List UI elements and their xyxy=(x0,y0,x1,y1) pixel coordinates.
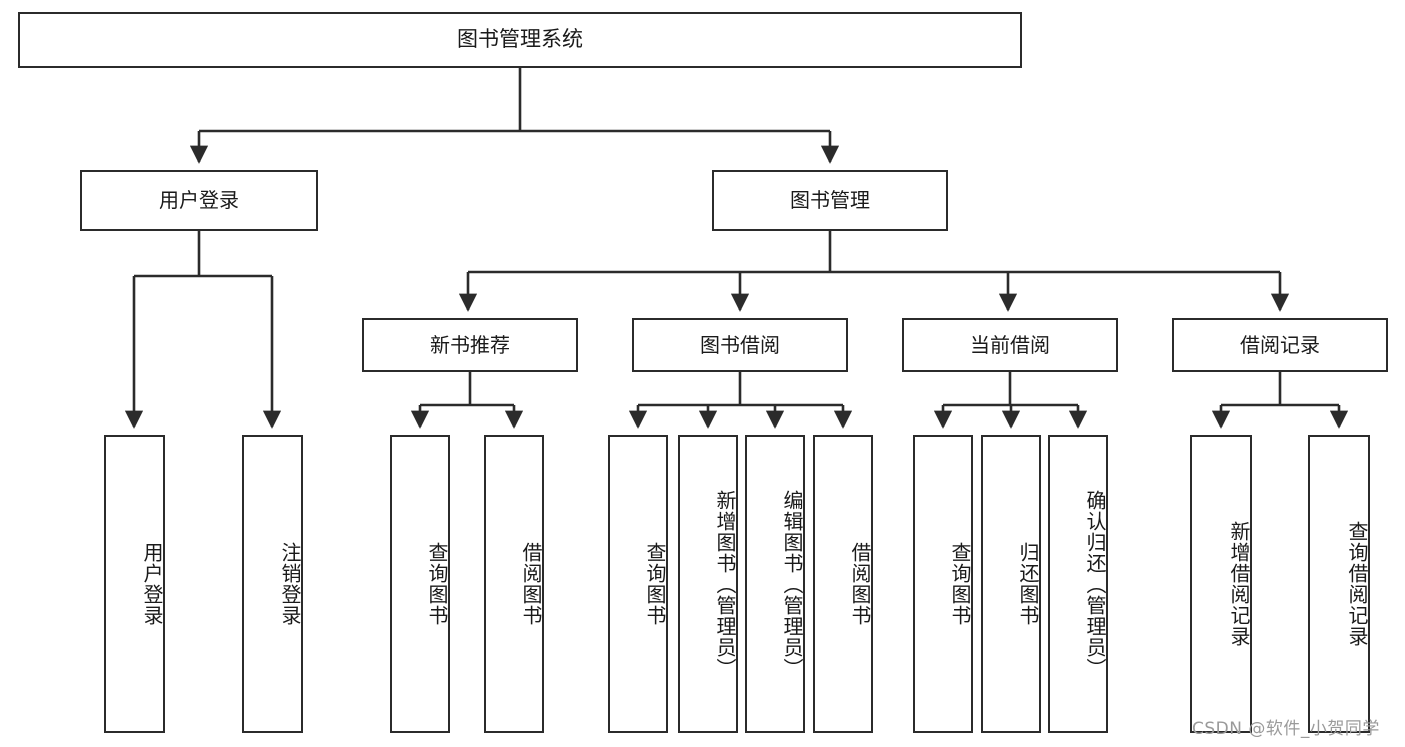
leaf-add-book-admin-label: 新增图书（管理员） xyxy=(713,489,737,679)
node-user-login[interactable]: 用户登录 xyxy=(80,170,318,231)
node-root-label: 图书管理系统 xyxy=(457,27,583,52)
leaf-borrow-book[interactable]: 借阅图书 xyxy=(813,435,873,733)
leaf-query-book-recommend[interactable]: 查询图书 xyxy=(390,435,450,733)
leaf-return-book-label: 归还图书 xyxy=(1016,542,1040,626)
leaf-logout-label: 注销登录 xyxy=(278,542,302,626)
node-root[interactable]: 图书管理系统 xyxy=(18,12,1022,68)
leaf-logout[interactable]: 注销登录 xyxy=(242,435,303,733)
leaf-user-login-label: 用户登录 xyxy=(140,542,164,626)
leaf-confirm-return-admin[interactable]: 确认归还（管理员） xyxy=(1048,435,1108,733)
leaf-borrow-book-recommend[interactable]: 借阅图书 xyxy=(484,435,544,733)
leaf-add-borrow-record-label: 新增借阅记录 xyxy=(1227,521,1251,647)
node-user-login-label: 用户登录 xyxy=(159,188,239,213)
node-current-borrow-label: 当前借阅 xyxy=(970,332,1050,357)
leaf-query-book-recommend-label: 查询图书 xyxy=(425,542,449,626)
csdn-watermark: CSDN @软件_小贺同学 xyxy=(1192,719,1380,739)
leaf-borrow-book-label: 借阅图书 xyxy=(848,542,872,626)
leaf-query-borrow-record-label: 查询借阅记录 xyxy=(1345,521,1369,647)
node-borrow-record[interactable]: 借阅记录 xyxy=(1172,318,1388,372)
node-borrow-record-label: 借阅记录 xyxy=(1240,332,1320,357)
leaf-confirm-return-admin-label: 确认归还（管理员） xyxy=(1083,489,1107,679)
leaf-add-borrow-record[interactable]: 新增借阅记录 xyxy=(1190,435,1252,733)
leaf-user-login[interactable]: 用户登录 xyxy=(104,435,165,733)
leaf-edit-book-admin[interactable]: 编辑图书（管理员） xyxy=(745,435,805,733)
node-new-book-recommend[interactable]: 新书推荐 xyxy=(362,318,578,372)
leaf-edit-book-admin-label: 编辑图书（管理员） xyxy=(780,489,804,679)
leaf-query-book-borrow-label: 查询图书 xyxy=(643,542,667,626)
node-book-borrow-label: 图书借阅 xyxy=(700,332,780,357)
node-current-borrow[interactable]: 当前借阅 xyxy=(902,318,1118,372)
node-book-management[interactable]: 图书管理 xyxy=(712,170,948,231)
leaf-add-book-admin[interactable]: 新增图书（管理员） xyxy=(678,435,738,733)
leaf-query-book-borrow[interactable]: 查询图书 xyxy=(608,435,668,733)
leaf-query-book-current[interactable]: 查询图书 xyxy=(913,435,973,733)
leaf-query-borrow-record[interactable]: 查询借阅记录 xyxy=(1308,435,1370,733)
node-book-borrow[interactable]: 图书借阅 xyxy=(632,318,848,372)
leaf-return-book[interactable]: 归还图书 xyxy=(981,435,1041,733)
node-new-book-recommend-label: 新书推荐 xyxy=(430,332,510,357)
leaf-borrow-book-recommend-label: 借阅图书 xyxy=(519,542,543,626)
node-book-management-label: 图书管理 xyxy=(790,188,870,213)
leaf-query-book-current-label: 查询图书 xyxy=(948,542,972,626)
